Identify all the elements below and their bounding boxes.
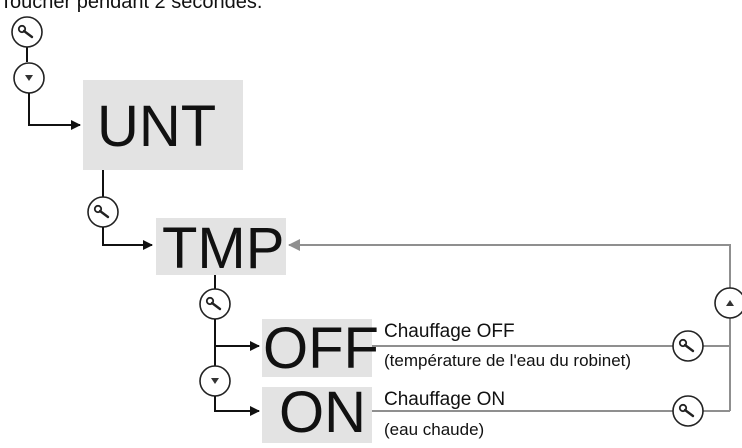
on-description-detail: (eau chaude) — [384, 420, 484, 439]
on-option-box: ON — [262, 380, 372, 445]
down-arrow-icon[interactable] — [199, 365, 231, 397]
wrench-icon[interactable] — [672, 330, 704, 362]
unit-menu-box: UNT — [83, 80, 243, 170]
up-arrow-icon[interactable] — [714, 287, 742, 319]
off-option-box: OFF — [262, 316, 379, 381]
instruction-text: Toucher pendant 2 secondes. — [0, 0, 262, 13]
temperature-menu-box: TMP — [156, 216, 286, 281]
temperature-label: TMP — [162, 216, 284, 281]
on-label: ON — [279, 380, 366, 443]
unit-label: UNT — [97, 94, 216, 159]
off-description-detail: (température de l'eau du robinet) — [384, 351, 631, 370]
wrench-icon[interactable] — [199, 288, 231, 320]
down-arrow-icon[interactable] — [13, 62, 45, 94]
wrench-icon[interactable] — [11, 16, 43, 48]
wrench-icon[interactable] — [87, 196, 119, 228]
off-description-title: Chauffage OFF — [384, 321, 515, 342]
off-label: OFF — [263, 316, 379, 381]
wrench-icon[interactable] — [672, 395, 704, 427]
on-description-title: Chauffage ON — [384, 389, 505, 410]
